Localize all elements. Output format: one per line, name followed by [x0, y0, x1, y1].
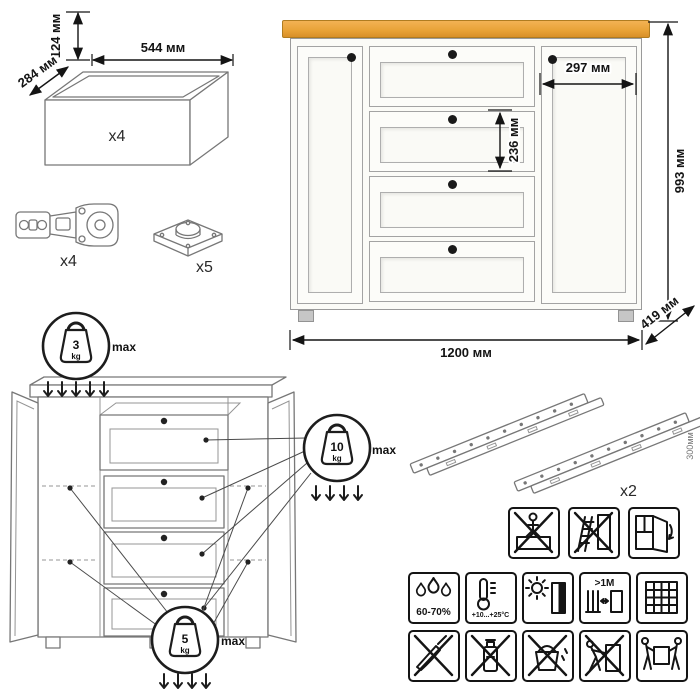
right-door-knob-icon	[548, 55, 557, 64]
slide-rail-1	[409, 393, 605, 476]
cabinet-right-foot	[618, 310, 634, 322]
two-person-carry-icon	[636, 630, 688, 682]
top-load-value: 3	[73, 338, 80, 352]
drawer-box-drawing	[44, 71, 229, 166]
humidity-icon: 60-70%	[408, 572, 460, 624]
drawer-box-height-label: 124 мм	[48, 14, 63, 59]
callout-lines	[67, 437, 312, 627]
cabinet-drawer-stack	[369, 46, 535, 304]
drawer-load-value: 10	[330, 440, 344, 454]
left-door-knob-icon	[347, 53, 356, 62]
weight-icon: 3 kg	[59, 321, 93, 364]
leg-diagram: x5	[153, 219, 223, 276]
slides-count: x2	[620, 483, 637, 500]
ventilation-mesh-icon	[636, 572, 688, 624]
drawer-1-panel	[380, 62, 524, 98]
heat-distance-label: >1M	[595, 578, 615, 589]
no-sharp-objects-icon	[408, 630, 460, 682]
drawer-slides-diagram: x2 300мм	[409, 393, 700, 500]
cabinet-width-label: 1200 мм	[440, 345, 492, 360]
hinge-count: x4	[60, 253, 77, 270]
drawer-1-knob-icon	[447, 50, 457, 59]
temperature-range-icon: +10...+25°C	[465, 572, 517, 624]
drawer-load-max: max	[372, 443, 396, 457]
slide-rail-2	[513, 412, 700, 494]
right-door-panel	[552, 57, 626, 293]
cabinet-wood-top	[282, 20, 650, 38]
cabinet-left-door	[297, 46, 363, 304]
drawer-box-width-label: 544 мм	[141, 40, 186, 55]
no-solvent-cleaning-icon	[465, 630, 517, 682]
drawer-box-count: x4	[109, 128, 126, 145]
drawer-box-depth-label: 284 мм	[15, 52, 60, 90]
do-not-push-icon	[579, 630, 631, 682]
leg-count: x5	[196, 259, 213, 276]
no-sitting-icon	[508, 507, 560, 559]
drawer-3	[369, 176, 535, 237]
drawer-4-panel	[380, 257, 524, 293]
weight-icon: 10 kg	[320, 423, 354, 466]
load-limit-top: 3 kg max	[41, 311, 136, 397]
avoid-sunlight-icon	[522, 572, 574, 624]
cabinet-front-view	[282, 20, 650, 322]
load-limit-shelf: 5 kg max	[150, 605, 245, 689]
cabinet-body	[290, 38, 642, 310]
load-limit-drawer: 10 kg max	[302, 413, 396, 501]
drawer-2-panel	[380, 127, 524, 163]
open-cabinet-diagram: 3 kg max 10 kg max	[9, 311, 396, 689]
drawer-3-knob-icon	[447, 180, 457, 189]
open-window-warning-icon	[628, 507, 680, 559]
slides-length-label: 300мм	[685, 432, 695, 459]
humidity-range-label: 60-70%	[416, 607, 451, 618]
leg-icon	[153, 219, 223, 257]
top-load-unit: kg	[71, 352, 80, 361]
hinge-icon	[15, 203, 119, 247]
no-wet-cleaning-icon	[522, 630, 574, 682]
cabinet-right-door	[541, 46, 637, 304]
drawer-2-knob-icon	[447, 115, 457, 124]
top-load-max: max	[112, 340, 136, 354]
drawer-3-panel	[380, 192, 524, 228]
drawer-load-unit: kg	[332, 454, 341, 463]
cabinet-height-label: 993 мм	[672, 149, 687, 194]
temperature-range-label: +10...+25°C	[472, 611, 509, 619]
shelf-load-max: max	[221, 634, 245, 648]
shelf-load-unit: kg	[180, 646, 189, 655]
hinge-diagram: x4	[15, 203, 119, 270]
heat-distance-icon: >1M	[579, 572, 631, 624]
no-climbing-icon	[568, 507, 620, 559]
weight-icon: 5 kg	[168, 615, 202, 658]
drawer-4-knob-icon	[447, 245, 457, 254]
drawer-2	[369, 111, 535, 172]
drawer-box-diagram: 124 мм 544 мм 284 мм x4	[13, 11, 234, 166]
open-cabinet-drawing	[9, 376, 297, 649]
shelf-load-value: 5	[182, 632, 189, 646]
cabinet-left-foot	[298, 310, 314, 322]
left-door-panel	[308, 57, 352, 293]
drawer-1	[369, 46, 535, 107]
drawer-4	[369, 241, 535, 302]
